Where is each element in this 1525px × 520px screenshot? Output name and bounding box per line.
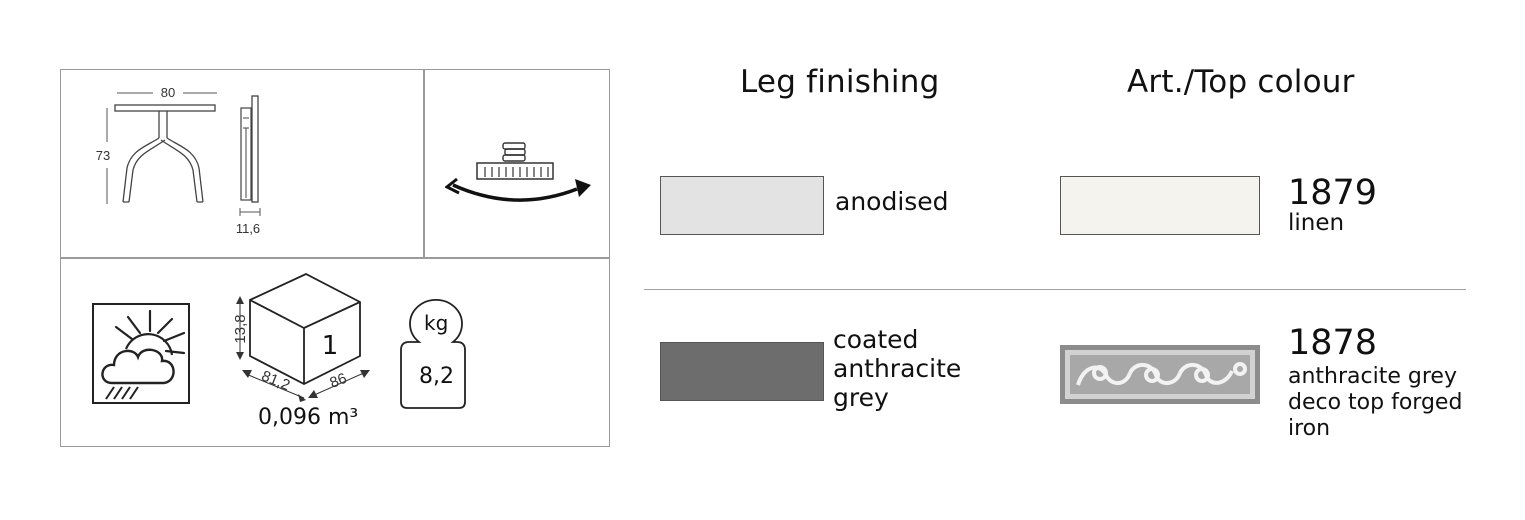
top-colour-heading: Art./Top colour — [1127, 64, 1355, 100]
weight-unit: kg — [424, 311, 449, 335]
height-dimension: 73 — [96, 148, 110, 163]
top-swatch-1878[interactable] — [1060, 345, 1260, 404]
leg-swatch-anodised[interactable] — [660, 176, 824, 235]
package-volume: 0,096 m³ — [258, 405, 359, 430]
top-name-linen: linen — [1288, 210, 1345, 236]
tilt-top-icon — [445, 142, 591, 202]
weight-value: 8,2 — [419, 364, 454, 389]
top-code-1878: 1878 — [1288, 323, 1378, 363]
width-dimension: 80 — [161, 85, 175, 100]
package-depth: 86 — [327, 370, 349, 392]
spec-divider-vertical — [423, 69, 425, 258]
package-box-icon: 1 13,8 81,2 86 — [232, 272, 370, 402]
leg-finishing-heading: Leg finishing — [740, 64, 940, 100]
spec-divider-horizontal — [60, 257, 610, 259]
top-name-anthracite-grey-deco: anthracite grey deco top forged iron — [1288, 364, 1463, 441]
row-separator — [644, 289, 1466, 290]
leg-swatch-coated-anthracite-grey[interactable] — [660, 342, 824, 401]
leg-label-coated-anthracite-grey: coated anthracite grey — [833, 325, 962, 412]
package-height: 13,8 — [232, 314, 249, 343]
package-count: 1 — [322, 331, 339, 361]
folded-depth-dimension: 11,6 — [236, 221, 260, 236]
table-dimension-drawing: 80 73 11,6 — [96, 85, 261, 236]
weight-icon — [400, 298, 466, 409]
weather-resistant-icon — [92, 303, 190, 404]
top-swatch-1879[interactable] — [1060, 176, 1260, 235]
top-code-1879: 1879 — [1288, 173, 1378, 213]
leg-label-anodised: anodised — [835, 187, 949, 216]
